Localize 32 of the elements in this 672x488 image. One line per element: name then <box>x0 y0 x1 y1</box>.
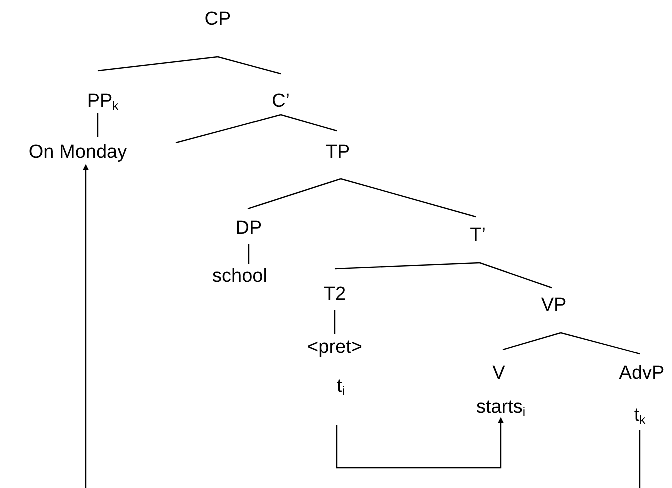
tree-node-label: t$_{k}$ <box>634 404 646 428</box>
tree-node-label: VP <box>541 294 567 318</box>
trace-line <box>176 114 282 144</box>
tree-node-label: TP <box>326 141 350 165</box>
tree-node-label: C’ <box>272 90 290 114</box>
movement-arrow <box>83 164 89 488</box>
tree-node-label: PP$_{k}$ <box>87 90 119 114</box>
tree-branch <box>280 114 338 132</box>
tree-branch <box>98 56 218 72</box>
tree-node-label: t$_{i}$ <box>337 375 345 399</box>
movement-arrow <box>336 417 504 469</box>
tree-branch <box>218 56 282 75</box>
tree-node-label: starts$_{i}$ <box>476 396 526 420</box>
tree-branch <box>97 113 99 137</box>
tree-node-label: AdvP <box>619 362 665 386</box>
tree-branch <box>334 310 336 334</box>
tree-branch <box>248 244 250 264</box>
tree-branch <box>560 332 640 355</box>
tree-branch <box>340 178 476 218</box>
tree-node-label: V <box>492 362 506 386</box>
tree-branch <box>334 262 480 270</box>
tree-branch <box>480 262 552 289</box>
tree-node-label: T2 <box>324 283 346 307</box>
tree-branch <box>502 332 562 351</box>
tree-node-label: school <box>212 265 268 289</box>
tree-node-label: On Monday <box>28 141 128 165</box>
tree-node-label: T’ <box>470 224 486 248</box>
trace-line <box>639 430 641 488</box>
tree-node-label: DP <box>236 217 262 241</box>
tree-node-label: <pret> <box>308 336 362 360</box>
tree-node-label: CP <box>204 8 232 32</box>
tree-branch <box>248 178 342 210</box>
